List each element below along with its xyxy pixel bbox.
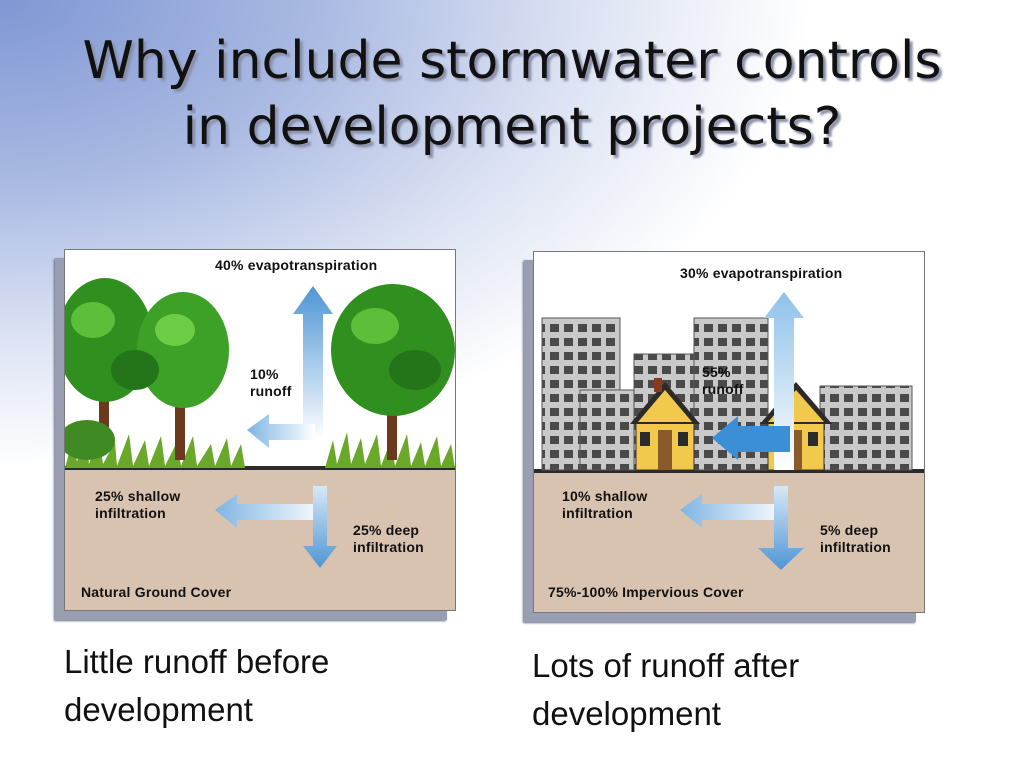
caption-after-line-1: Lots of runoff after <box>532 647 800 684</box>
caption-after: Lots of runoff after development <box>532 642 799 738</box>
impervious-cover-illustration <box>534 292 924 612</box>
deep-infiltration-label: 5% deep infiltration <box>820 522 891 556</box>
tree-icon <box>331 284 455 460</box>
house-icon <box>630 378 700 471</box>
tree-icon <box>65 278 229 460</box>
evapotranspiration-label: 30% evapotranspiration <box>680 265 843 281</box>
slide-title: Why include stormwater controls in devel… <box>0 28 1024 160</box>
shallow-word: infiltration <box>562 505 633 521</box>
runoff-label: 55% runoff <box>702 364 744 398</box>
title-line-1: Why include stormwater controls <box>82 31 942 91</box>
natural-cover-diagram: 40% evapotranspiration 10% runoff 25% sh… <box>64 249 456 611</box>
runoff-percent: 55% <box>702 364 731 380</box>
shallow-percent: 25% shallow <box>95 488 181 504</box>
shallow-word: infiltration <box>95 505 166 521</box>
caption-before: Little runoff before development <box>64 638 329 734</box>
runoff-word: runoff <box>702 381 744 397</box>
runoff-label: 10% runoff <box>250 366 292 400</box>
deep-percent: 25% deep <box>353 522 420 538</box>
shallow-infiltration-label: 25% shallow infiltration <box>95 488 180 522</box>
runoff-word: runoff <box>250 383 292 399</box>
caption-after-line-2: development <box>532 695 721 732</box>
evapotranspiration-label: 40% evapotranspiration <box>215 257 378 273</box>
caption-before-line-2: development <box>64 691 253 728</box>
natural-cover-illustration <box>65 278 455 610</box>
title-line-2: in development projects? <box>182 97 842 157</box>
impervious-cover-diagram: 30% evapotranspiration 55% runoff 10% sh… <box>533 251 925 613</box>
runoff-percent: 10% <box>250 366 279 382</box>
cover-label: 75%-100% Impervious Cover <box>548 584 744 600</box>
deep-word: infiltration <box>820 539 891 555</box>
deep-infiltration-label: 25% deep infiltration <box>353 522 424 556</box>
shallow-infiltration-label: 10% shallow infiltration <box>562 488 647 522</box>
deep-word: infiltration <box>353 539 424 555</box>
deep-percent: 5% deep <box>820 522 879 538</box>
caption-before-line-1: Little runoff before <box>64 643 330 680</box>
shallow-percent: 10% shallow <box>562 488 648 504</box>
cover-label: Natural Ground Cover <box>81 584 232 600</box>
